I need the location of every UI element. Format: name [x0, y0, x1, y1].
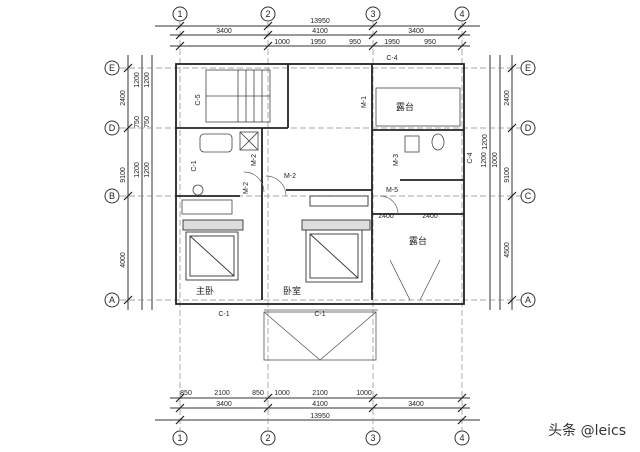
- left-dim-sub-2: 1200: [144, 72, 151, 88]
- bottom-dim-total: 13950: [310, 413, 330, 420]
- left-dim-sub-1: 1200: [134, 72, 141, 88]
- left-dim-sub-4: 1200: [134, 162, 141, 178]
- window-wc: C-4: [467, 152, 474, 163]
- axis-label-C-right: C: [525, 191, 532, 201]
- axis-label-D-right: D: [525, 123, 532, 133]
- window-bottom-left: C-1: [218, 311, 229, 318]
- bottom-dim-sub-4: 1000: [274, 390, 290, 397]
- bottom-dim-sub-6: 1000: [356, 390, 372, 397]
- left-dim-1: 2400: [120, 90, 127, 106]
- left-dim-sub-3: 750: [134, 116, 141, 128]
- window-bottom-right: C-1: [314, 311, 325, 318]
- top-window-label: C-4: [386, 55, 397, 62]
- right-dim-sub-1: 1200: [482, 134, 489, 150]
- bottom-dim-2: 4100: [312, 401, 328, 408]
- axis-label-2-top: 2: [265, 9, 270, 19]
- axis-label-E-right: E: [525, 63, 531, 73]
- window-bath: C-1: [191, 160, 198, 171]
- room-bedroom: 卧室: [283, 285, 301, 296]
- wc-fixtures: [404, 133, 445, 153]
- room-upper-terrace: 露台: [396, 101, 414, 112]
- door-m3: M-3: [393, 154, 400, 166]
- top-dim-sub-4: 1950: [384, 39, 400, 46]
- top-dim-sub-1: 1000: [274, 39, 290, 46]
- axis-label-4-bottom: 4: [459, 433, 464, 443]
- bottom-dim-sub-1: 850: [180, 390, 192, 397]
- top-dim-1: 3400: [216, 28, 232, 35]
- left-dim-3: 4000: [120, 252, 127, 268]
- bottom-dim-sub-3: 850: [252, 390, 264, 397]
- watermark: 头条 @leics: [548, 423, 626, 439]
- window-stair: C-5: [195, 94, 202, 105]
- left-dim-2: 9100: [120, 167, 127, 183]
- walls: [175, 63, 465, 305]
- top-dim-sub-2: 1950: [310, 39, 326, 46]
- right-dim-3: 4500: [504, 242, 511, 258]
- axis-label-3-top: 3: [370, 9, 375, 19]
- bottom-dim-3: 3400: [408, 401, 424, 408]
- master-bed: [182, 219, 244, 281]
- axis-label-1-top: 1: [177, 9, 182, 19]
- door-m1: M-1: [361, 96, 368, 108]
- top-dim-2: 4100: [312, 28, 328, 35]
- top-dim-3: 3400: [408, 28, 424, 35]
- door-m2-c: M-2: [284, 173, 296, 180]
- right-dim-2: 9100: [504, 167, 511, 183]
- bath-fixtures: [181, 131, 259, 215]
- terrace-width: 2400: [378, 213, 394, 220]
- stair: [205, 69, 271, 123]
- door-m2-a: M-2: [251, 154, 258, 166]
- right-dim-sub-2: 1000: [492, 152, 499, 168]
- terrace-width-2: 2400: [422, 213, 438, 220]
- axis-label-E-left: E: [109, 63, 115, 73]
- axis-label-2-bottom: 2: [265, 433, 270, 443]
- axis-label-D-left: D: [109, 123, 116, 133]
- door-m5: M-5: [386, 187, 398, 194]
- terrace-height: 1200: [481, 152, 488, 168]
- room-terrace: 露台: [409, 235, 427, 246]
- terrace: [263, 259, 441, 361]
- second-bed: [301, 195, 371, 283]
- left-dim-sub-5: 1200: [144, 162, 151, 178]
- axis-label-1-bottom: 1: [177, 433, 182, 443]
- room-master-bedroom: 主卧: [196, 285, 214, 296]
- bottom-dim-sub-2: 2100: [214, 390, 230, 397]
- axis-label-A-right: A: [525, 295, 531, 305]
- left-dim-sub-6: 750: [144, 116, 151, 128]
- upper-terrace: [375, 87, 461, 127]
- top-dim-sub-3: 950: [349, 39, 361, 46]
- bottom-dim-sub-5: 2100: [312, 390, 328, 397]
- axis-label-4-top: 4: [459, 9, 464, 19]
- top-dim-sub-5: 950: [424, 39, 436, 46]
- axis-label-B-left: B: [109, 191, 115, 201]
- axis-label-3-bottom: 3: [370, 433, 375, 443]
- bottom-dim-1: 3400: [216, 401, 232, 408]
- door-m2-b: M-2: [243, 182, 250, 194]
- right-dim-1: 2400: [504, 90, 511, 106]
- top-dim-total: 13950: [310, 18, 330, 25]
- axis-label-A-left: A: [109, 295, 115, 305]
